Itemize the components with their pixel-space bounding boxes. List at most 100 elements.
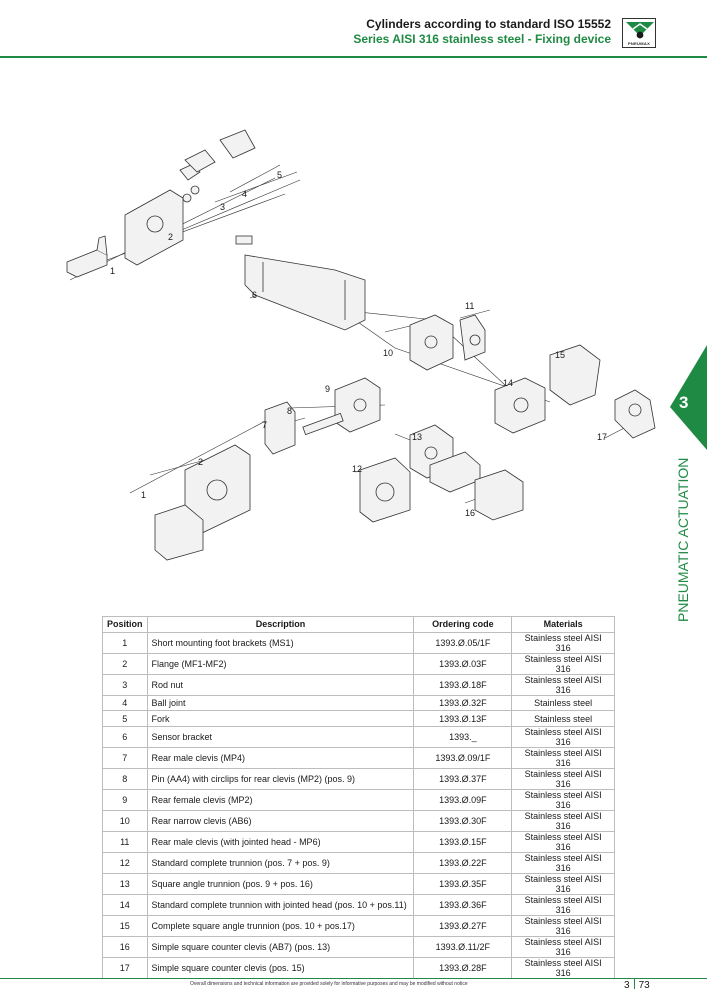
cell-position: 6 [102, 726, 148, 749]
cell-ordering-code: 1393.Ø.15F [413, 831, 513, 854]
cell-ordering-code: 1393.Ø.09F [413, 789, 513, 812]
cell-description: Fork [146, 710, 415, 728]
cell-description: Sensor bracket [146, 726, 415, 749]
cell-material: Stainless steel AISI 316 [511, 894, 615, 917]
cell-description: Rear narrow clevis (AB6) [146, 810, 415, 833]
cell-position: 10 [102, 810, 148, 833]
cell-description: Complete square angle trunnion (pos. 10 … [146, 915, 415, 938]
logo-text: PNEUMAX [627, 41, 651, 46]
cell-ordering-code: 1393.Ø.18F [413, 673, 513, 696]
cell-position: 9 [102, 789, 148, 812]
callout-label: 2 [198, 457, 203, 467]
callout-label: 6 [252, 290, 257, 300]
cell-ordering-code: 1393.Ø.03F [413, 652, 513, 675]
cell-description: Ball joint [146, 694, 415, 712]
cell-material: Stainless steel AISI 316 [511, 747, 615, 770]
callout-label: 3 [220, 202, 225, 212]
cell-material: Stainless steel AISI 316 [511, 768, 615, 791]
cell-position: 7 [102, 747, 148, 770]
callout-label: 12 [352, 464, 362, 474]
cell-description: Square angle trunnion (pos. 9 + pos. 16) [146, 873, 415, 896]
chapter-label: PNEUMATIC ACTUATION [673, 452, 693, 622]
column-header-position: Position [102, 616, 148, 633]
callout-label: 10 [383, 348, 393, 358]
cell-position: 2 [102, 652, 148, 675]
cell-ordering-code: 1393.Ø.05/1F [413, 631, 513, 654]
callout-label: 17 [597, 432, 607, 442]
cell-position: 16 [102, 936, 148, 959]
cell-position: 3 [102, 673, 148, 696]
cell-material: Stainless steel AISI 316 [511, 915, 615, 938]
callout-label: 16 [465, 508, 475, 518]
cell-description: Simple square counter clevis (AB7) (pos.… [146, 936, 415, 959]
footer-divider [0, 978, 707, 979]
footer-disclaimer: Overall dimensions and technical informa… [190, 981, 468, 987]
cell-position: 1 [102, 631, 148, 654]
cell-description: Rod nut [146, 673, 415, 696]
cell-material: Stainless steel AISI 316 [511, 852, 615, 875]
cell-description: Rear female clevis (MP2) [146, 789, 415, 812]
footer-chapter: 3 [624, 980, 630, 991]
chapter-label-text: PNEUMATIC ACTUATION [675, 457, 691, 622]
cell-material: Stainless steel [511, 694, 615, 712]
cell-ordering-code: 1393.Ø.13F [413, 710, 513, 728]
column-header-ordering-code: Ordering code [413, 616, 513, 633]
cell-description: Rear male clevis (with jointed head - MP… [146, 831, 415, 854]
column-header-materials: Materials [511, 616, 615, 633]
cell-material: Stainless steel AISI 316 [511, 957, 615, 980]
callout-label: 7 [262, 420, 267, 430]
callout-label: 1 [141, 490, 146, 500]
cell-position: 8 [102, 768, 148, 791]
callout-label: 1 [110, 266, 115, 276]
cell-ordering-code: 1393.Ø.32F [413, 694, 513, 712]
callout-label: 14 [503, 378, 513, 388]
cell-ordering-code: 1393.Ø.11/2F [413, 936, 513, 959]
table-header-row: Position Description Ordering code Mater… [102, 616, 615, 633]
page-number: 3 73 [624, 979, 650, 991]
cell-position: 11 [102, 831, 148, 854]
column-header-description: Description [146, 616, 415, 633]
cell-ordering-code: 1393.Ø.35F [413, 873, 513, 896]
cell-position: 12 [102, 852, 148, 875]
callout-label: 8 [287, 406, 292, 416]
page-subtitle: Series AISI 316 stainless steel - Fixing… [353, 32, 611, 46]
exploded-assembly-drawing: 5 4 3 2 1 6 11 10 15 14 9 8 7 13 17 2 12… [66, 129, 656, 561]
cell-material: Stainless steel AISI 316 [511, 652, 615, 675]
cell-description: Standard complete trunnion with jointed … [146, 894, 415, 917]
footer-page: 73 [638, 980, 650, 991]
cell-position: 17 [102, 957, 148, 980]
cell-description: Simple square counter clevis (pos. 15) [146, 957, 415, 980]
cell-position: 15 [102, 915, 148, 938]
cell-material: Stainless steel AISI 316 [511, 631, 615, 654]
callout-label: 2 [168, 232, 173, 242]
cell-ordering-code: 1393.Ø.37F [413, 768, 513, 791]
callout-label: 11 [465, 301, 474, 311]
cell-material: Stainless steel AISI 316 [511, 831, 615, 854]
cell-description: Flange (MF1-MF2) [146, 652, 415, 675]
header-divider [0, 56, 707, 58]
cell-description: Standard complete trunnion (pos. 7 + pos… [146, 852, 415, 875]
logo-mark-icon [626, 22, 654, 39]
header-title-block: Cylinders according to standard ISO 1555… [353, 17, 611, 47]
page-separator [633, 979, 635, 989]
cell-ordering-code: 1393.Ø.28F [413, 957, 513, 980]
cell-description: Pin (AA4) with circlips for rear clevis … [146, 768, 415, 791]
cell-material: Stainless steel AISI 316 [511, 873, 615, 896]
parts-table: Position Description Ordering code Mater… [102, 616, 615, 980]
callout-label: 9 [325, 384, 330, 394]
cell-material: Stainless steel AISI 316 [511, 673, 615, 696]
cell-description: Rear male clevis (MP4) [146, 747, 415, 770]
